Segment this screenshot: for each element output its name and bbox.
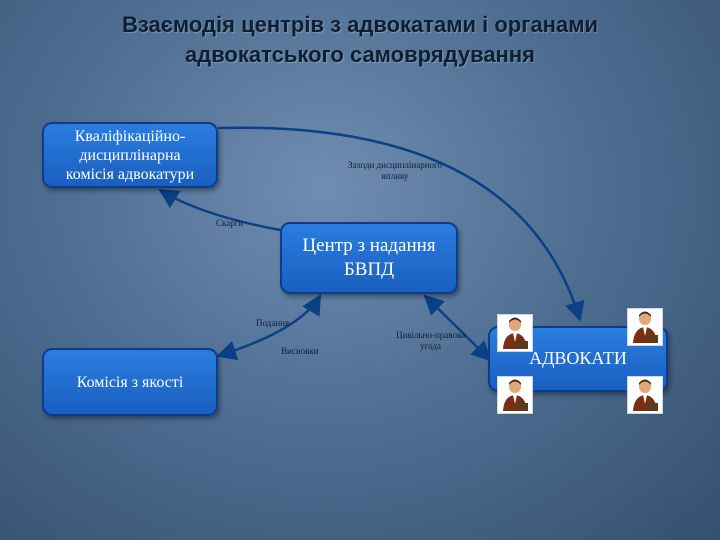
lawyer-icon [627, 376, 663, 414]
node-kdka-line-3: комісія адвокатури [65, 165, 195, 183]
edge-label-submissions: Подання [256, 318, 290, 328]
edge-label-disciplinary-line-1: Заходи дисциплінарного [348, 160, 442, 170]
edge-label-contract-line-2: угода [420, 341, 441, 351]
arrow-kdka-to-lawyers [217, 126, 585, 322]
edge-label-disciplinary-line-2: впливу [381, 171, 409, 181]
page-title: Взаємодія центрів з адвокатами і органам… [0, 10, 720, 70]
lawyer-icon [627, 308, 663, 346]
edge-label-contract: Цивільно-правова угода [396, 330, 465, 352]
node-quality-commission: Комісія з якості [42, 348, 218, 416]
edge-label-conclusions: Висновки [281, 346, 319, 356]
node-quality-label: Комісія з якості [76, 374, 184, 391]
arrow-center-to-kdka [158, 188, 281, 232]
node-qualification-disciplinary-commission: Кваліфікаційно- дисциплінарна комісія ад… [42, 122, 218, 188]
lawyer-icon [497, 376, 533, 414]
lawyer-icon [497, 314, 533, 352]
node-lawyers-label: АДВОКАТИ [529, 348, 627, 368]
edge-label-disciplinary: Заходи дисциплінарного впливу [348, 160, 442, 182]
title-line-2: адвокатського самоврядування [185, 42, 535, 67]
title-line-1: Взаємодія центрів з адвокатами і органам… [122, 12, 598, 37]
edge-label-contract-line-1: Цивільно-правова [396, 330, 466, 340]
edge-label-complaints: Скарги [216, 218, 244, 228]
node-center-line-2: БВПД [343, 259, 395, 280]
node-legal-aid-center: Центр з надання БВПД [280, 222, 458, 294]
node-kdka-line-2: дисциплінарна [79, 146, 181, 164]
node-center-line-1: Центр з надання [302, 235, 436, 256]
arrow-center-lawyers [423, 294, 492, 362]
node-kdka-line-1: Кваліфікаційно- [74, 127, 186, 145]
arrow-center-quality [216, 294, 322, 361]
